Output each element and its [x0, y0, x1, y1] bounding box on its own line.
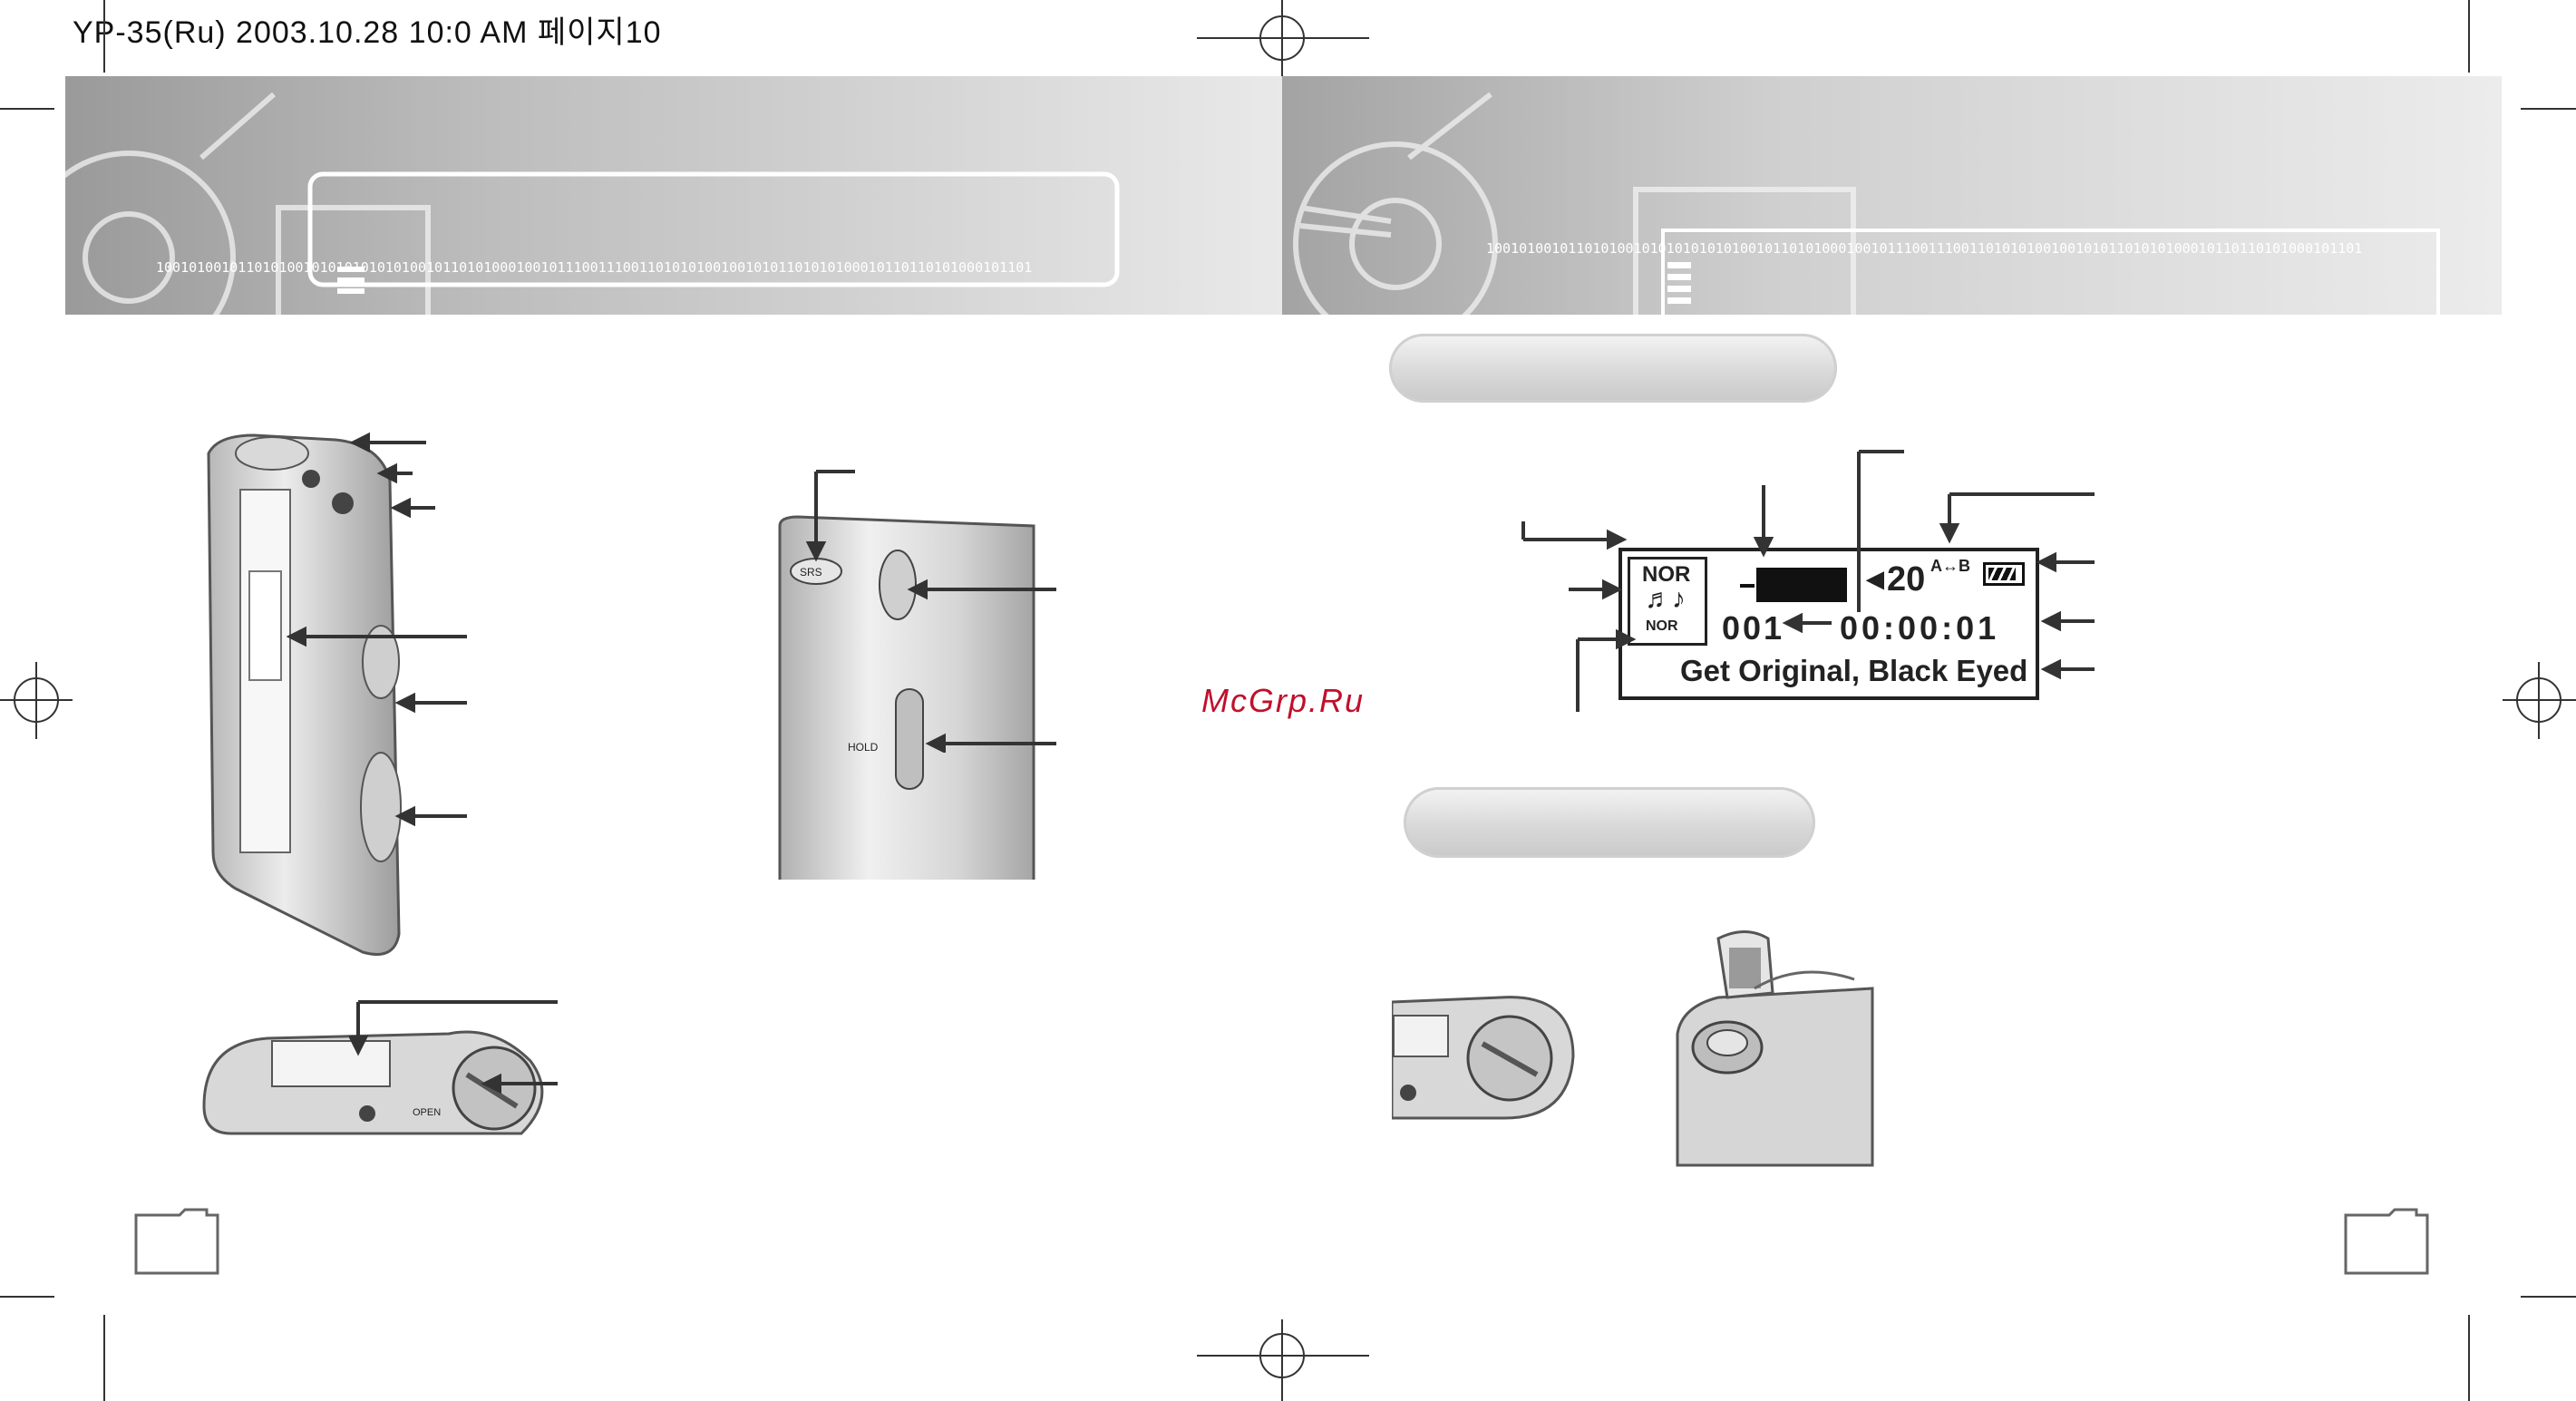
watermark: McGrp.Ru: [1201, 682, 1366, 719]
lcd-track-number: 001: [1722, 609, 1785, 647]
banner-binary-left: 1001010010110101001010101010101001011010…: [156, 259, 1033, 276]
device-side-illustration: [207, 433, 402, 956]
banner-binary-right: 1001010010110101001010101010101001011010…: [1486, 240, 2363, 257]
lcd-repeat-mode: NOR: [1646, 618, 1678, 634]
page-tab-left: [134, 1208, 219, 1275]
print-header: YP-35(Ru) 2003.10.28 10:0 AM 페이지10: [73, 15, 662, 50]
page-tab-right: [2344, 1208, 2429, 1275]
banner-disc-graphic-right: [1293, 92, 2440, 315]
speaker-icon: ◄: [1860, 562, 1891, 597]
battery-cover-closed-illustration: [1392, 996, 1575, 1120]
open-label: OPEN: [413, 1107, 441, 1118]
section-heading-battery: [1404, 787, 1815, 858]
device-back-illustration: SRS HOLD: [778, 515, 1035, 880]
banner-disc-graphic: [65, 92, 1120, 315]
left-header-banner: 1001010010110101001010101010101001011010…: [65, 76, 1282, 315]
srs-label: SRS: [800, 566, 822, 579]
lcd-music-icon: ♬♪: [1645, 584, 1686, 614]
lcd-volume: 20: [1887, 560, 1926, 598]
section-heading-display: [1389, 334, 1837, 403]
device-side-callouts: [286, 432, 467, 827]
lcd-song-title: Get Original, Black Eyed: [1680, 654, 2028, 687]
lcd-ab-repeat: A↔B: [1930, 557, 1970, 575]
lcd-bar-dash: [1740, 584, 1755, 588]
lcd-elapsed-time: 00:00:01: [1840, 609, 2000, 647]
lcd-callouts: [1521, 450, 2095, 712]
lcd-eq-box: [1628, 557, 1707, 646]
battery-icon: [1983, 562, 2025, 586]
device-bottom-callouts: [349, 1000, 558, 1095]
device-back-callouts: [805, 470, 1056, 753]
right-header-banner: 1001010010110101001010101010101001011010…: [1282, 76, 2502, 315]
lcd-title-bar: [1756, 568, 1847, 602]
hold-label: HOLD: [848, 741, 879, 754]
lcd-eq-mode: NOR: [1642, 562, 1691, 587]
battery-cover-open-illustration: [1676, 930, 1874, 1167]
